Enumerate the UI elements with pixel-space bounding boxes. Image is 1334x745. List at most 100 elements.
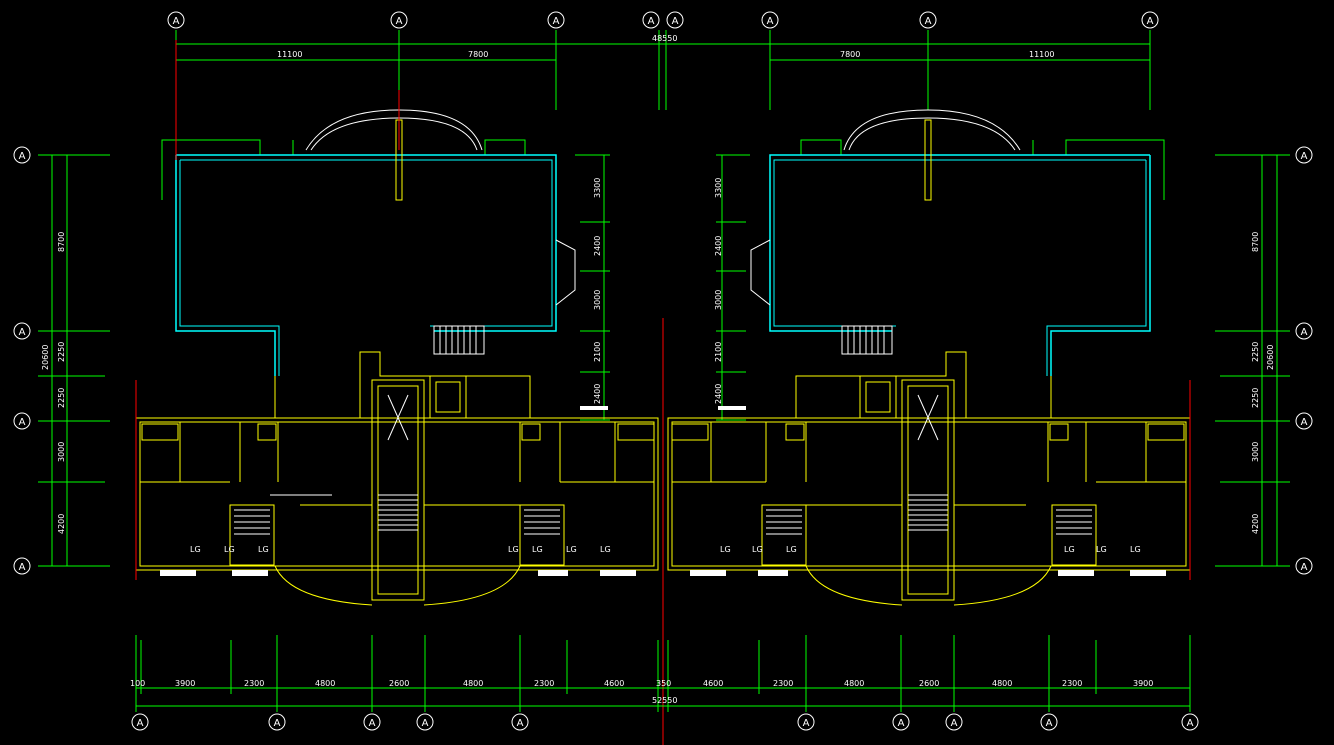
top-dimension-segment: 11100 — [277, 50, 302, 59]
stairs — [234, 394, 1092, 535]
inner-dimension-segment: 2400 — [714, 384, 723, 404]
axis-marker: A — [761, 11, 779, 29]
bottom-dimension-segment: 4800 — [463, 679, 483, 688]
top-axis-markers: A A A A A A A A — [167, 11, 1159, 29]
svg-text:A: A — [19, 562, 26, 573]
inner-dimension-segment: 3300 — [593, 178, 602, 198]
side-overall-dimension: 20600 — [41, 345, 50, 370]
centerlines — [135, 40, 1191, 745]
fixture-tag: LG — [720, 545, 731, 554]
side-dimension-segment: 2250 — [1251, 388, 1260, 408]
bottom-dimension-labels: 52550 100 3900 2300 4800 2600 4800 2300 … — [130, 679, 1153, 705]
top-overall-dimension: 48550 — [652, 34, 677, 43]
bottom-axis-markers: A A A A A A A A A A — [131, 713, 1199, 731]
upper-hall-right — [750, 109, 1165, 376]
axis-marker: A — [13, 146, 31, 164]
side-dimension-segment: 8700 — [1251, 232, 1260, 252]
bottom-dimension-segment: 4800 — [315, 679, 335, 688]
axis-marker: A — [1295, 557, 1313, 575]
axis-marker: A — [1295, 146, 1313, 164]
svg-text:A: A — [672, 16, 679, 27]
fixture-tag: LG — [258, 545, 269, 554]
inner-dimension-segment: 2400 — [714, 236, 723, 256]
axis-marker: A — [1040, 713, 1058, 731]
fixture-tag: LG — [508, 545, 519, 554]
left-dimension-labels: 20600 8700 2250 2250 3000 4200 — [41, 232, 66, 534]
left-axis-markers: A A A A — [13, 146, 31, 575]
inner-dimension-segment: 2400 — [593, 384, 602, 404]
svg-text:A: A — [396, 16, 403, 27]
fixture-tag: LG — [1096, 545, 1107, 554]
svg-text:A: A — [1301, 417, 1308, 428]
svg-text:A: A — [951, 718, 958, 729]
axis-marker: A — [642, 11, 660, 29]
axis-marker: A — [892, 713, 910, 731]
side-dimension-segment: 4200 — [57, 514, 66, 534]
svg-text:A: A — [19, 327, 26, 338]
bottom-dimension-segment: 3900 — [1133, 679, 1153, 688]
axis-marker: A — [1181, 713, 1199, 731]
units-right — [667, 351, 1191, 606]
axis-marker: A — [945, 713, 963, 731]
axis-marker: A — [131, 713, 149, 731]
bottom-overall-dimension: 52550 — [652, 696, 677, 705]
svg-text:A: A — [1046, 718, 1053, 729]
inner-dimension-labels: 3300 2400 3000 2100 2400 3300 2400 3000 … — [593, 178, 723, 404]
svg-text:A: A — [173, 16, 180, 27]
axis-marker: A — [390, 11, 408, 29]
inner-dimension-segment: 3300 — [714, 178, 723, 198]
right-dimension-chain — [1215, 154, 1290, 567]
svg-text:A: A — [19, 151, 26, 162]
bottom-dimension-segment: 2600 — [389, 679, 409, 688]
fixture-tag: LG — [752, 545, 763, 554]
fixture-tag: LG — [224, 545, 235, 554]
axis-marker: A — [167, 11, 185, 29]
svg-text:A: A — [767, 16, 774, 27]
inner-dimension-segment: 2100 — [593, 342, 602, 362]
bottom-dimension-chain — [135, 635, 1191, 712]
bottom-dimension-segment: 2300 — [1062, 679, 1082, 688]
bottom-dimension-segment: 4600 — [604, 679, 624, 688]
side-dimension-segment: 2250 — [1251, 342, 1260, 362]
inner-dimension-segment: 2400 — [593, 236, 602, 256]
bottom-dimension-segment: 4800 — [992, 679, 1012, 688]
bottom-dimension-segment: 350 — [656, 679, 671, 688]
svg-text:A: A — [1187, 718, 1194, 729]
fixture-tag: LG — [786, 545, 797, 554]
svg-text:A: A — [898, 718, 905, 729]
axis-marker: A — [416, 713, 434, 731]
top-dimension-labels: 48550 11100 7800 7800 11100 — [277, 34, 1054, 59]
upper-hall-left — [161, 109, 576, 376]
axis-marker: A — [547, 11, 565, 29]
inner-dimension-chains — [575, 154, 750, 421]
axis-marker: A — [511, 713, 529, 731]
svg-text:A: A — [1301, 562, 1308, 573]
svg-text:A: A — [369, 718, 376, 729]
fixture-tag: LG — [566, 545, 577, 554]
bottom-dimension-segment: 2600 — [919, 679, 939, 688]
axis-marker: A — [363, 713, 381, 731]
inner-dimension-segment: 3000 — [714, 290, 723, 310]
inner-dimension-segment: 2100 — [714, 342, 723, 362]
fixture-tags: LG LG LG LG LG LG LG LG LG LG LG LG LG — [190, 545, 1141, 554]
svg-text:A: A — [553, 16, 560, 27]
svg-text:A: A — [648, 16, 655, 27]
side-overall-dimension: 20600 — [1266, 345, 1275, 370]
bottom-dimension-segment: 2300 — [773, 679, 793, 688]
svg-text:A: A — [19, 417, 26, 428]
axis-marker: A — [1141, 11, 1159, 29]
svg-text:A: A — [1301, 327, 1308, 338]
bottom-dimension-segment: 100 — [130, 679, 145, 688]
side-dimension-segment: 8700 — [57, 232, 66, 252]
side-dimension-segment: 3000 — [1251, 442, 1260, 462]
axis-marker: A — [797, 713, 815, 731]
bottom-dimension-segment: 3900 — [175, 679, 195, 688]
side-dimension-segment: 2250 — [57, 388, 66, 408]
axis-marker: A — [1295, 412, 1313, 430]
axis-marker: A — [1295, 322, 1313, 340]
fixture-tag: LG — [190, 545, 201, 554]
fixture-tag: LG — [1130, 545, 1141, 554]
side-dimension-segment: 4200 — [1251, 514, 1260, 534]
svg-text:A: A — [1147, 16, 1154, 27]
